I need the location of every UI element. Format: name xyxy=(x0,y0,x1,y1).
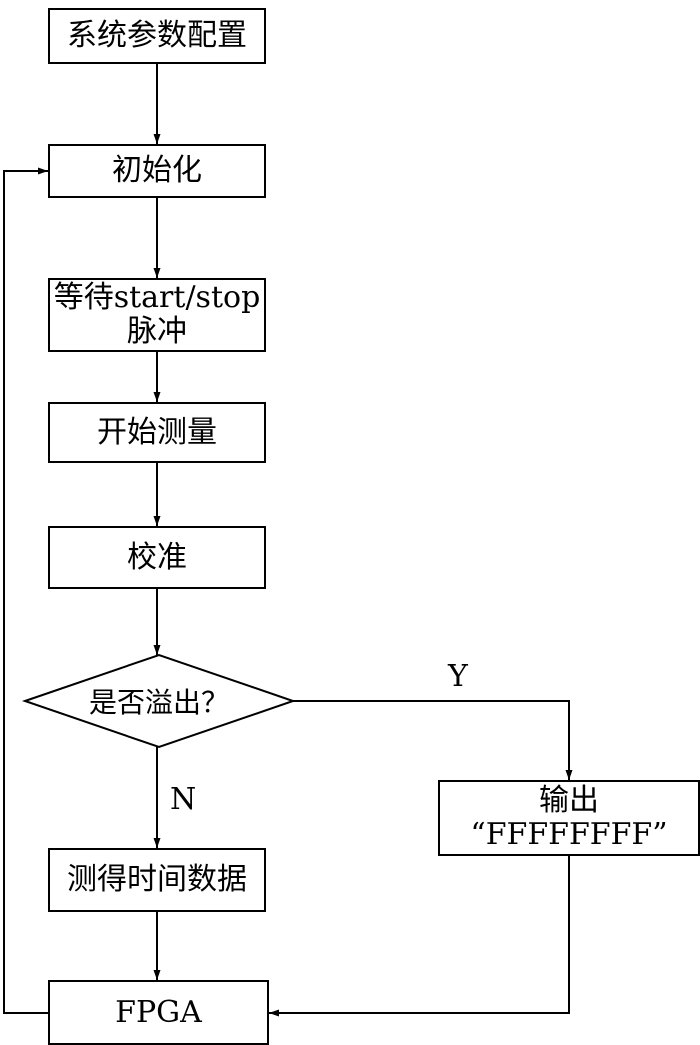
node-output-line2: “FFFFFFFF” xyxy=(470,817,668,852)
node-time-data-label: 测得时间数据 xyxy=(67,862,247,897)
node-initialize: 初始化 xyxy=(48,144,266,198)
edge-label-no: N xyxy=(170,782,197,817)
node-initialize-label: 初始化 xyxy=(112,153,202,188)
decision-diamond-shape xyxy=(21,653,297,749)
node-wait-pulse-line2: 脉冲 xyxy=(127,314,187,349)
node-system-config-label: 系统参数配置 xyxy=(67,18,247,53)
arrow-output-to-fpga xyxy=(269,856,570,1017)
arrow-fpga-loop-to-init xyxy=(3,167,48,1014)
node-fpga-label: FPGA xyxy=(115,994,202,1030)
node-system-config: 系统参数配置 xyxy=(48,8,266,64)
node-fpga: FPGA xyxy=(48,980,269,1045)
node-output-line1: 输出 xyxy=(539,783,599,818)
decision-overflow-label: 是否溢出？ xyxy=(88,686,229,719)
node-calibrate: 校准 xyxy=(48,526,266,589)
node-start-measure-label: 开始测量 xyxy=(97,414,217,450)
node-time-data: 测得时间数据 xyxy=(48,848,266,912)
edge-label-yes: Y xyxy=(448,659,468,694)
arrow-decision-yes-to-output xyxy=(293,700,573,780)
node-calibrate-label: 校准 xyxy=(127,539,187,575)
decision-overflow: 是否溢出？ xyxy=(25,655,293,747)
node-wait-pulse: 等待start/stop 脉冲 xyxy=(48,278,266,352)
node-start-measure: 开始测量 xyxy=(48,402,266,463)
node-wait-pulse-line1: 等待start/stop xyxy=(53,280,261,315)
node-output-ffffffff: 输出 “FFFFFFFF” xyxy=(438,780,700,856)
